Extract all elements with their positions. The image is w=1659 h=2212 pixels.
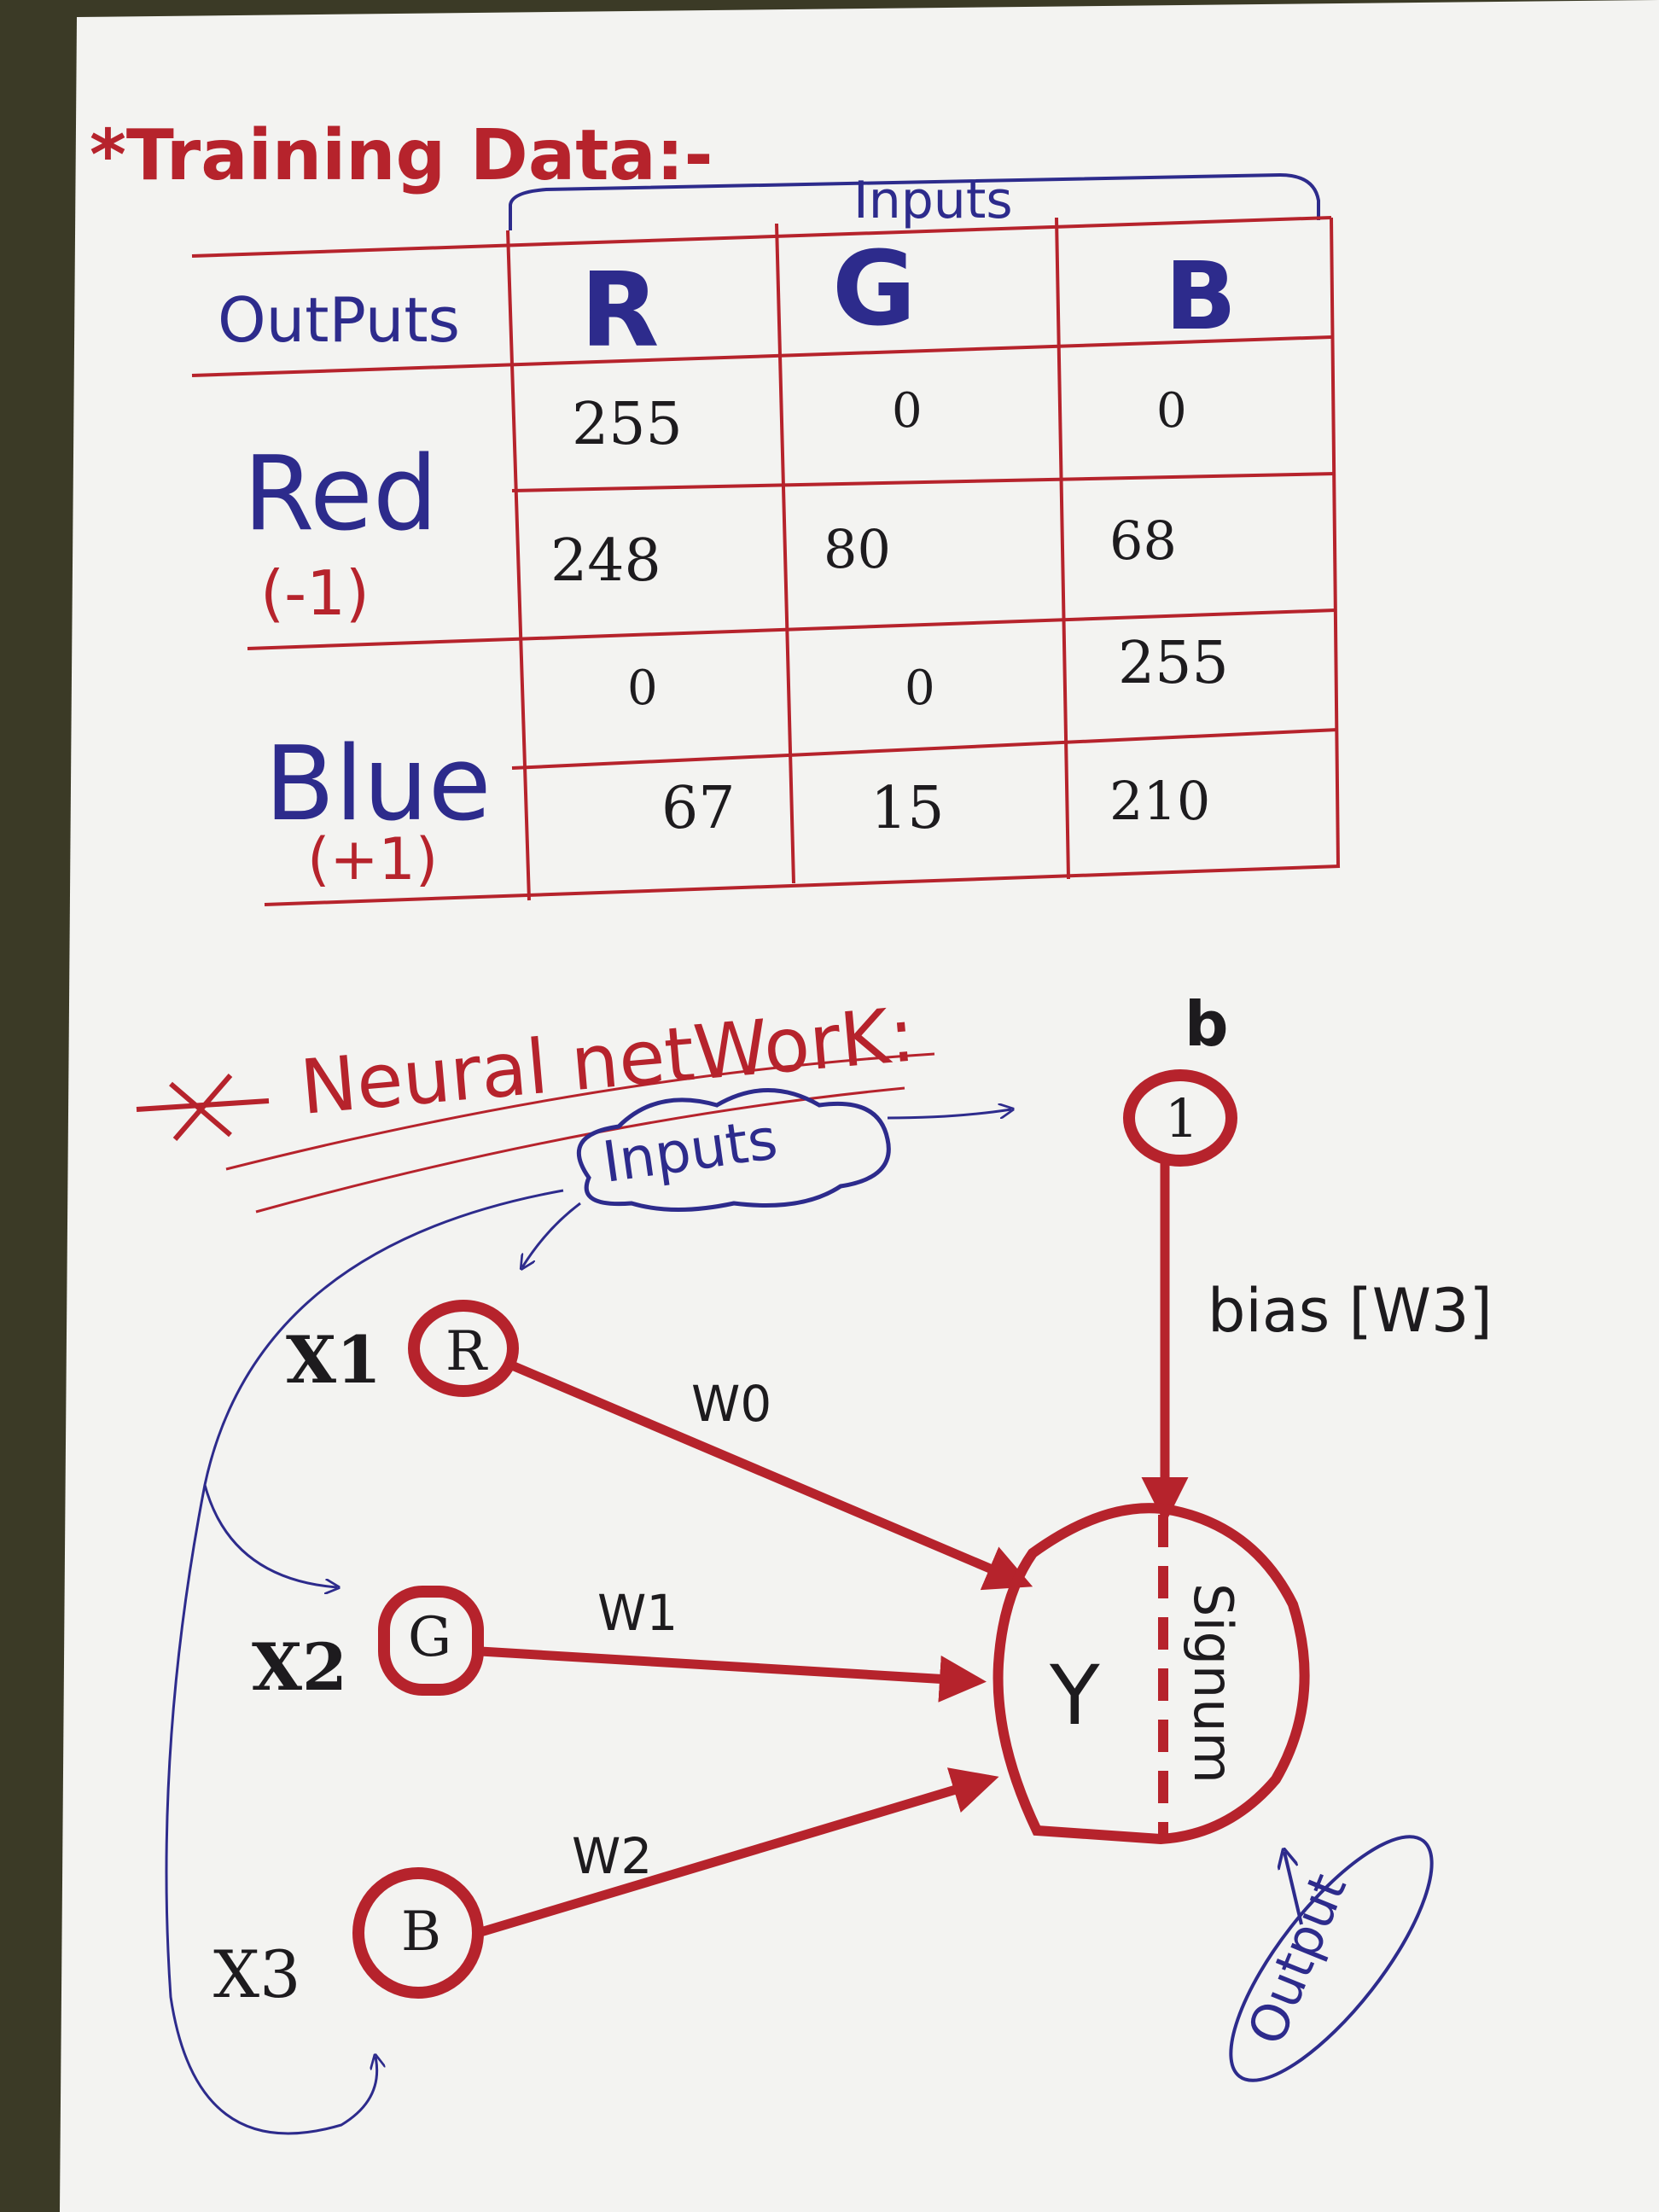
input-node-g-label: G bbox=[408, 1606, 451, 1669]
input-var-x2: X2 bbox=[252, 1629, 347, 1705]
output-bubble bbox=[1229, 1835, 1434, 2082]
cell-r1-b: 0 bbox=[1156, 383, 1187, 439]
cell-r3-b: 255 bbox=[1118, 630, 1229, 697]
weight-w1: W1 bbox=[597, 1584, 678, 1642]
heading-underline bbox=[225, 1052, 935, 1171]
inputs-cloud bbox=[576, 1088, 891, 1212]
input-var-x3: X3 bbox=[213, 1936, 300, 2012]
cell-r4-r: 67 bbox=[661, 775, 736, 842]
input-node-g bbox=[378, 1586, 484, 1696]
input-node-r bbox=[408, 1300, 519, 1397]
cell-r4-b: 210 bbox=[1109, 770, 1210, 832]
weight-w2: W2 bbox=[572, 1827, 652, 1885]
inputs-brace bbox=[509, 172, 1320, 230]
output-arrow bbox=[1284, 1852, 1303, 1925]
cell-r3-g: 0 bbox=[905, 661, 935, 716]
input-var-x1: X1 bbox=[286, 1322, 381, 1398]
class-label-red: Red bbox=[243, 435, 438, 554]
column-header-r: R bbox=[580, 252, 659, 370]
cloud-arrow-down bbox=[522, 1202, 581, 1267]
column-header-b: B bbox=[1165, 242, 1237, 351]
training-table-grid bbox=[191, 216, 1341, 906]
cloud-arrow-right bbox=[887, 1109, 1011, 1120]
edge-x3-to-neuron bbox=[476, 1767, 999, 1938]
neuron-activation-label: Signum bbox=[1182, 1583, 1244, 1784]
input-node-r-label: R bbox=[445, 1320, 488, 1383]
neuron-sum-label: Y bbox=[1049, 1648, 1100, 1743]
cell-r4-g: 15 bbox=[870, 775, 945, 842]
weight-w0: W0 bbox=[691, 1375, 771, 1433]
cell-r2-g: 80 bbox=[824, 518, 891, 580]
network-asterisk bbox=[136, 1074, 270, 1141]
edge-x2-to-neuron bbox=[480, 1646, 987, 1703]
cell-r3-r: 0 bbox=[627, 661, 658, 716]
bias-node-label: 1 bbox=[1165, 1087, 1198, 1150]
cloud-branch-arrow bbox=[203, 1484, 337, 1587]
inputs-label: Inputs bbox=[853, 171, 1013, 230]
cell-r1-g: 0 bbox=[892, 383, 923, 439]
class-code-blue: (+1) bbox=[307, 826, 438, 894]
bias-edge-label: bias [W3] bbox=[1208, 1276, 1493, 1346]
outputs-header: OutPuts bbox=[218, 284, 460, 356]
bias-symbol: b bbox=[1185, 988, 1229, 1060]
cloud-curve-arrow bbox=[165, 1189, 564, 2135]
bias-node bbox=[1123, 1069, 1237, 1167]
edge-x1-to-neuron bbox=[509, 1360, 1033, 1591]
class-label-blue: Blue bbox=[265, 725, 492, 844]
column-header-g: G bbox=[832, 230, 917, 349]
cell-r1-r: 255 bbox=[572, 391, 683, 458]
input-node-b-label: B bbox=[401, 1901, 441, 1964]
class-code-red: (-1) bbox=[260, 557, 370, 629]
neuron bbox=[992, 1503, 1310, 1845]
cell-r2-b: 68 bbox=[1109, 509, 1177, 572]
cell-r2-r: 248 bbox=[550, 527, 661, 595]
training-heading: *Training Data:- bbox=[90, 115, 713, 196]
